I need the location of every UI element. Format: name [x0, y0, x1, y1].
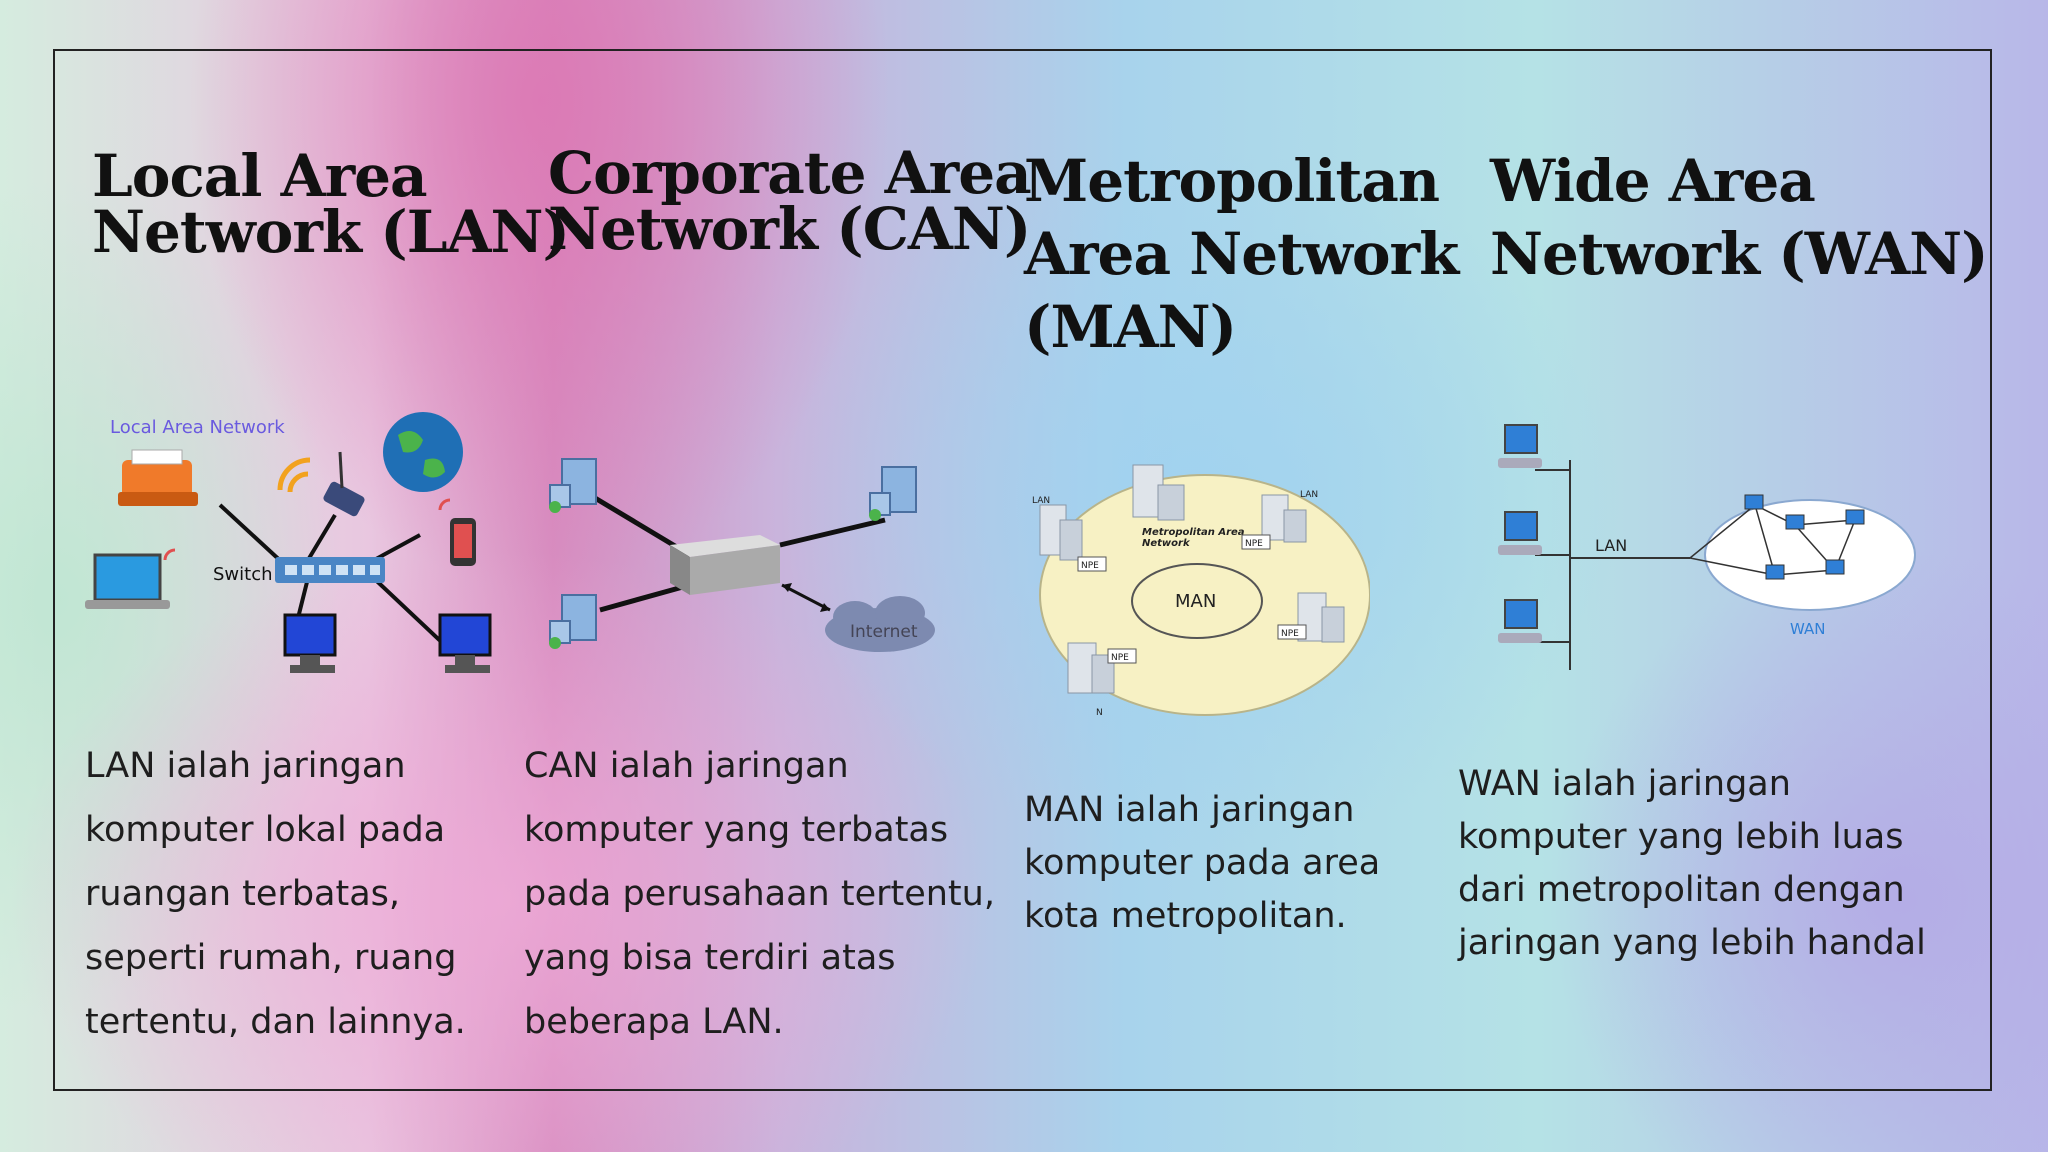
lan-caption: Local Area Network — [110, 417, 285, 438]
computer-icon — [1498, 424, 1542, 468]
office-building-icon — [869, 466, 917, 521]
computer-icon — [1498, 511, 1542, 555]
wan-lan-label: LAN — [1595, 536, 1627, 555]
man-ring-icon — [1131, 563, 1263, 639]
globe-icon — [383, 412, 463, 492]
man-description: MAN ialah jaringan komputer pada area ko… — [1024, 790, 1381, 936]
svg-text:NPE: NPE — [1245, 539, 1263, 549]
wan-node-icon — [1744, 494, 1865, 580]
building-icon: NPE N — [1067, 642, 1137, 718]
internet-label: Internet — [850, 622, 918, 642]
man-lan-label: LAN — [1032, 496, 1050, 506]
wan-cloud-icon — [1704, 499, 1916, 611]
can-description: CAN ialah jaringan komputer yang terbata… — [524, 746, 995, 1042]
laptop-icon — [85, 548, 176, 609]
wan-title: Wide Area Network (WAN) — [1490, 147, 1989, 288]
lan-description: LAN ialah jaringan komputer lokal pada r… — [85, 746, 466, 1042]
can-diagram: Internet — [549, 458, 935, 652]
building-icon: LAN NPE — [1032, 496, 1107, 572]
wifi-router-icon — [277, 451, 365, 517]
desktop-computer-icon — [283, 613, 337, 673]
man-center-label: MAN — [1175, 591, 1216, 612]
svg-text:NPE: NPE — [1111, 653, 1129, 663]
office-building-icon — [549, 458, 597, 513]
wan-diagram: LAN WAN — [1498, 424, 1916, 670]
internet-link-icon — [781, 583, 831, 612]
server-box-icon — [670, 535, 780, 595]
building-icon: LAN NPE — [1241, 490, 1318, 550]
switch-icon — [275, 557, 385, 583]
phone-icon — [438, 498, 476, 566]
desktop-computer-icon — [438, 613, 492, 673]
printer-icon — [118, 449, 198, 506]
office-building-icon — [549, 594, 597, 649]
svg-text:LAN: LAN — [1300, 490, 1318, 500]
man-title: Metropolitan Area Network (MAN) — [1024, 147, 1459, 361]
man-lan-short-label: N — [1096, 708, 1103, 718]
lan-diagram: Local Area Network Switch — [85, 412, 492, 673]
content-frame — [53, 49, 1992, 1091]
wan-description: WAN ialah jaringan komputer yang lebih l… — [1458, 764, 1926, 963]
building-icon — [1132, 464, 1185, 521]
svg-text:NPE: NPE — [1281, 629, 1299, 639]
internet-cloud-icon: Internet — [825, 596, 935, 652]
can-title: Corporate Area Network (CAN) — [548, 139, 1032, 263]
lan-title: Local Area Network (LAN) — [92, 142, 570, 266]
computer-icon — [1498, 599, 1542, 643]
lan-switch-label: Switch — [213, 564, 273, 585]
building-icon: NPE — [1277, 592, 1345, 643]
npe-label: NPE — [1081, 561, 1099, 571]
wan-label: WAN — [1790, 620, 1826, 638]
